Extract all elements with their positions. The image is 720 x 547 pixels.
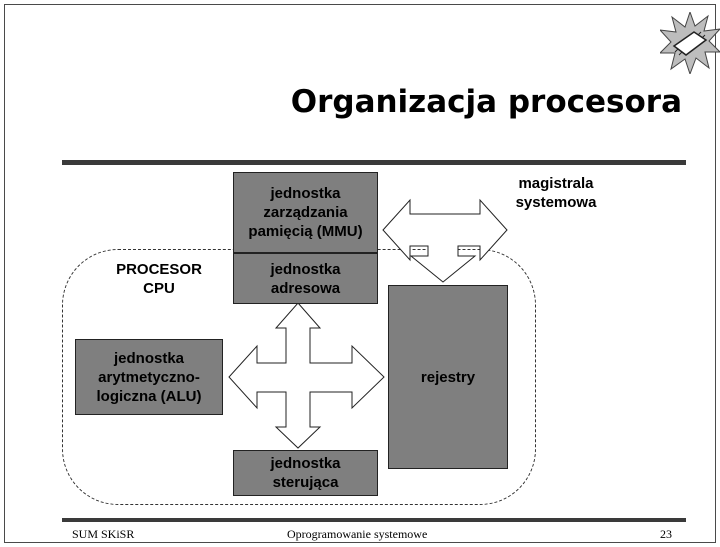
footer-left: SUM SKiSR xyxy=(72,527,135,541)
footer-center: Oprogramowanie systemowe xyxy=(287,527,428,541)
alu-box: jednostka arytmetyczno- logiczna (ALU) xyxy=(75,339,223,415)
control-unit-box: jednostka sterująca xyxy=(233,450,378,496)
system-bus-label: magistrala systemowa xyxy=(515,175,597,211)
slide-title: Organizacja procesora xyxy=(290,84,682,120)
processor-chip-icon xyxy=(660,12,720,74)
slide-frame xyxy=(4,4,716,543)
internal-bus-arrow xyxy=(228,302,385,449)
address-unit-box: jednostka adresowa xyxy=(233,253,378,304)
system-bus-arrow xyxy=(382,198,508,283)
page-number: 23 xyxy=(660,527,672,541)
cpu-label: PROCESOR CPU xyxy=(116,261,202,297)
mmu-box: jednostka zarządzania pamięcią (MMU) xyxy=(233,172,378,253)
footer-rule xyxy=(62,518,686,522)
title-rule xyxy=(62,160,686,165)
registers-box: rejestry xyxy=(388,285,508,469)
